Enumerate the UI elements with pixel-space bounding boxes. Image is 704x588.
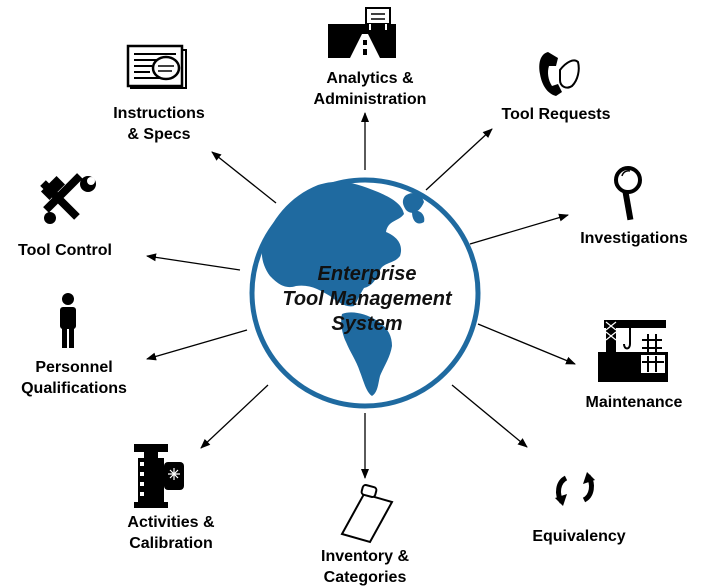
node-label-line: Instructions [113,105,205,122]
magnifier-icon [614,166,642,221]
node-label-line: Equivalency [532,528,626,545]
node-label-line: Calibration [129,535,213,552]
arrow-investigations [469,213,569,245]
node-label-line: Categories [323,569,407,586]
arrow-instructions [211,151,277,204]
node-investigations[interactable]: Investigations [580,228,688,249]
node-label-line: Qualifications [21,380,127,397]
road-sign-icon [328,7,396,58]
node-label-line: & Specs [127,126,191,143]
arrow-maintenance [477,323,576,365]
globe-icon [249,177,481,409]
node-personnel[interactable]: Personnel Qualifications [21,357,127,399]
film-reel-icon [134,444,184,508]
node-activities[interactable]: Activities & Calibration [127,512,214,554]
node-label-line: Maintenance [585,394,683,411]
refresh-arrows-icon [555,472,595,506]
node-label-line: Analytics & [326,70,414,87]
center-title-line-2: Tool Management [282,288,452,310]
node-label-line: Inventory & [320,548,410,565]
person-icon [60,293,76,348]
crane-icon [598,320,668,382]
node-label-line: Activities & [127,514,215,531]
node-label-line: Personnel [35,359,113,376]
node-label-line: Investigations [580,230,688,247]
arrow-tool-requests [425,128,493,191]
node-inventory[interactable]: Inventory & Categories [321,546,409,588]
center-title-line-3: System [331,313,403,335]
arrow-activities [200,384,269,449]
node-label-line: Tool Requests [501,106,611,123]
arrow-equivalency [451,384,528,448]
phone-icon [539,52,580,96]
node-tool-control[interactable]: Tool Control [18,240,112,261]
node-analytics[interactable]: Analytics & Administration [314,68,427,110]
clipboard-icon [340,484,394,544]
hammer-wrench-icon [40,173,96,224]
node-maintenance[interactable]: Maintenance [586,392,683,413]
arrows [146,112,576,479]
node-equivalency[interactable]: Equivalency [532,526,625,547]
node-instructions[interactable]: Instructions & Specs [113,103,205,145]
arrow-personnel [146,329,248,361]
node-label-line: Tool Control [18,242,112,259]
center-title-line-1: Enterprise [317,263,417,285]
arrow-tool-control [146,253,241,271]
newspaper-icon [126,44,187,89]
center-title: Enterprise Tool Management System [257,262,477,337]
node-label-line: Administration [313,91,427,108]
node-tool-requests[interactable]: Tool Requests [501,104,610,125]
